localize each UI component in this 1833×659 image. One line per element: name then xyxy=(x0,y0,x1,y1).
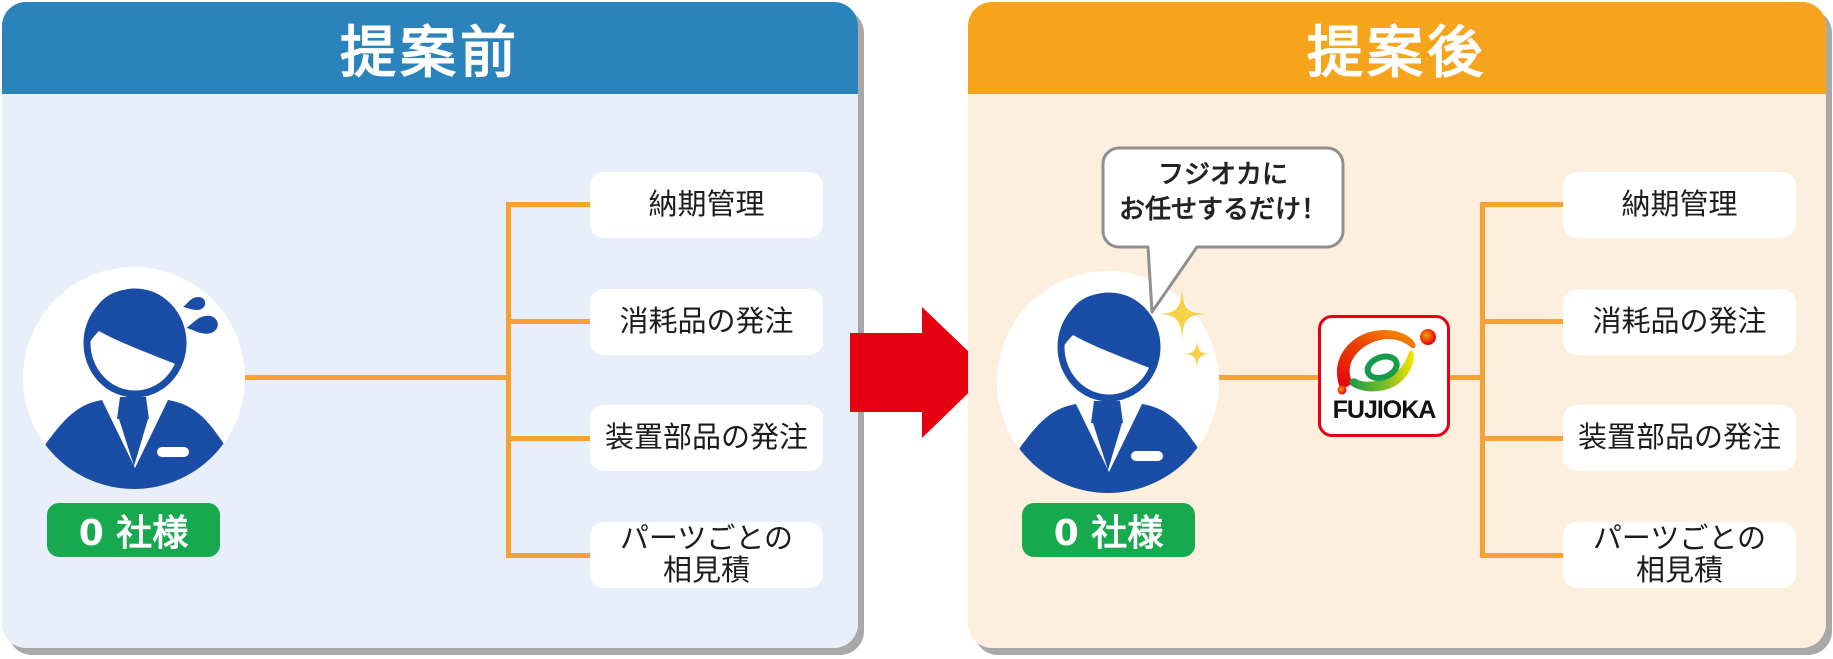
panel-before-header: 提案前 xyxy=(2,2,858,94)
connector-trunk-after xyxy=(1480,202,1485,558)
task-label: 装置部品の発注 xyxy=(604,420,808,455)
fujioka-swirl-icon xyxy=(1337,329,1436,395)
task-label: 相見積 xyxy=(662,553,750,587)
connector-main-before xyxy=(245,375,511,380)
speech-bubble-text: フジオカに お任せするだけ！ xyxy=(1103,158,1343,228)
pocket xyxy=(157,447,189,457)
hair xyxy=(87,289,183,365)
task-label: 装置部品の発注 xyxy=(1577,420,1781,455)
task-label: パーツごとの xyxy=(619,521,794,556)
sparkle-icon xyxy=(1159,288,1210,368)
task-label: 納期管理 xyxy=(648,187,765,222)
task-label: 納期管理 xyxy=(1621,187,1738,222)
task-label: 消耗品の発注 xyxy=(1592,304,1767,339)
task-box-quotes-after: パーツごとの 相見積 xyxy=(1563,522,1796,588)
sweat-drop-icon xyxy=(183,297,206,310)
task-label: パーツごとの xyxy=(1592,521,1767,556)
task-box-consumables-after: 消耗品の発注 xyxy=(1563,289,1796,355)
connector-branch-before-4 xyxy=(506,553,590,558)
tie-knot xyxy=(1091,401,1123,423)
customer-badge-after: 0 社様 xyxy=(1022,503,1195,557)
customer-avatar-before xyxy=(23,267,245,489)
task-box-delivery-before: 納期管理 xyxy=(590,172,823,238)
tie xyxy=(119,419,148,466)
speech-bubble xyxy=(1101,146,1345,314)
task-box-parts-order-before: 装置部品の発注 xyxy=(590,405,823,471)
fujioka-logo-box: FUJIOKA xyxy=(1318,315,1450,437)
task-box-quotes-before: パーツごとの 相見積 xyxy=(590,522,823,588)
task-label: 消耗品の発注 xyxy=(619,304,794,339)
speech-line: フジオカに xyxy=(1157,160,1288,190)
panel-before-title: 提案前 xyxy=(340,20,520,86)
customer-badge-before: 0 社様 xyxy=(47,503,220,557)
task-box-parts-order-after: 装置部品の発注 xyxy=(1563,405,1796,471)
connector-branch-before-3 xyxy=(506,436,590,441)
arrow-right-icon xyxy=(850,307,990,438)
connector-branch-after-1 xyxy=(1480,202,1563,207)
connector-branch-before-1 xyxy=(506,202,590,207)
panel-after-title: 提案後 xyxy=(1307,20,1487,86)
hair xyxy=(1061,293,1157,369)
fujioka-logo-text: FUJIOKA xyxy=(1332,396,1437,424)
badge-label: 0 社様 xyxy=(1053,513,1164,554)
task-box-delivery-after: 納期管理 xyxy=(1563,172,1796,238)
task-box-consumables-before: 消耗品の発注 xyxy=(590,289,823,355)
connector-branch-after-2 xyxy=(1480,319,1563,324)
badge-label: 0 社様 xyxy=(78,513,189,554)
connector-branch-before-2 xyxy=(506,319,590,324)
connector-trunk-before xyxy=(506,202,511,558)
panel-after-header: 提案後 xyxy=(968,2,1826,94)
connector-avatar-logo xyxy=(1219,375,1318,380)
connector-branch-after-4 xyxy=(1480,553,1563,558)
customer-avatar-after xyxy=(997,271,1219,493)
pocket xyxy=(1131,451,1163,461)
speech-line: お任せするだけ！ xyxy=(1118,195,1327,226)
tie xyxy=(1093,423,1122,470)
sweat-drop-icon xyxy=(186,315,218,334)
task-label: 相見積 xyxy=(1635,553,1723,587)
connector-branch-after-3 xyxy=(1480,436,1563,441)
tie-knot xyxy=(117,397,149,419)
connector-logo-trunk xyxy=(1450,375,1482,380)
